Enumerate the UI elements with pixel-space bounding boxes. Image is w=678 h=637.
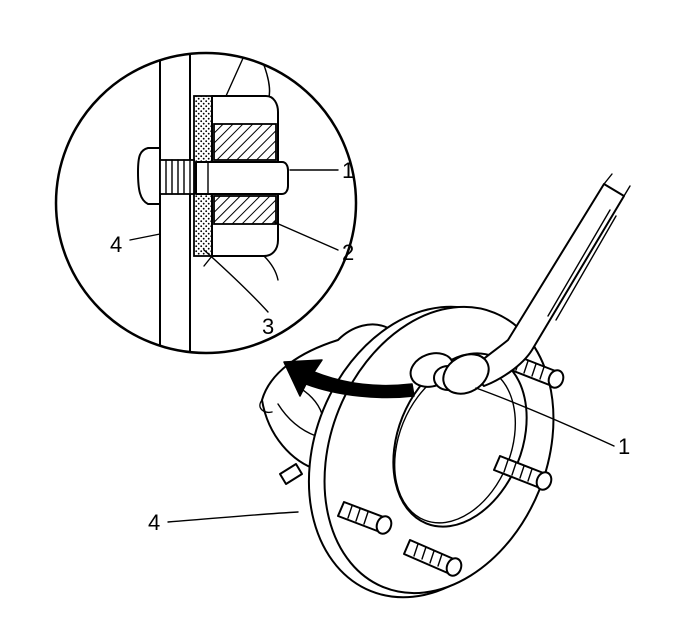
wheel-stud bbox=[493, 455, 553, 491]
callout-label: 3 bbox=[262, 314, 274, 339]
callout-label: 2 bbox=[342, 240, 354, 265]
wheel-stud bbox=[403, 539, 463, 577]
callout-label: 1 bbox=[618, 434, 630, 459]
wheel-stud bbox=[337, 501, 393, 535]
callout-label: 4 bbox=[110, 232, 122, 257]
hub-bolt-shank bbox=[195, 161, 289, 195]
detail-inset: 1 2 3 4 bbox=[54, 51, 358, 355]
main-callouts: 1 4 bbox=[148, 387, 630, 535]
hub-assembly bbox=[259, 173, 631, 599]
wrench-icon bbox=[442, 173, 631, 395]
rear-stud bbox=[279, 463, 303, 485]
callout-label: 4 bbox=[148, 510, 160, 535]
callout-label: 1 bbox=[342, 158, 354, 183]
hub-nut bbox=[213, 195, 277, 225]
curved-arrow-icon bbox=[283, 359, 415, 399]
hub-section-upper bbox=[213, 123, 277, 161]
